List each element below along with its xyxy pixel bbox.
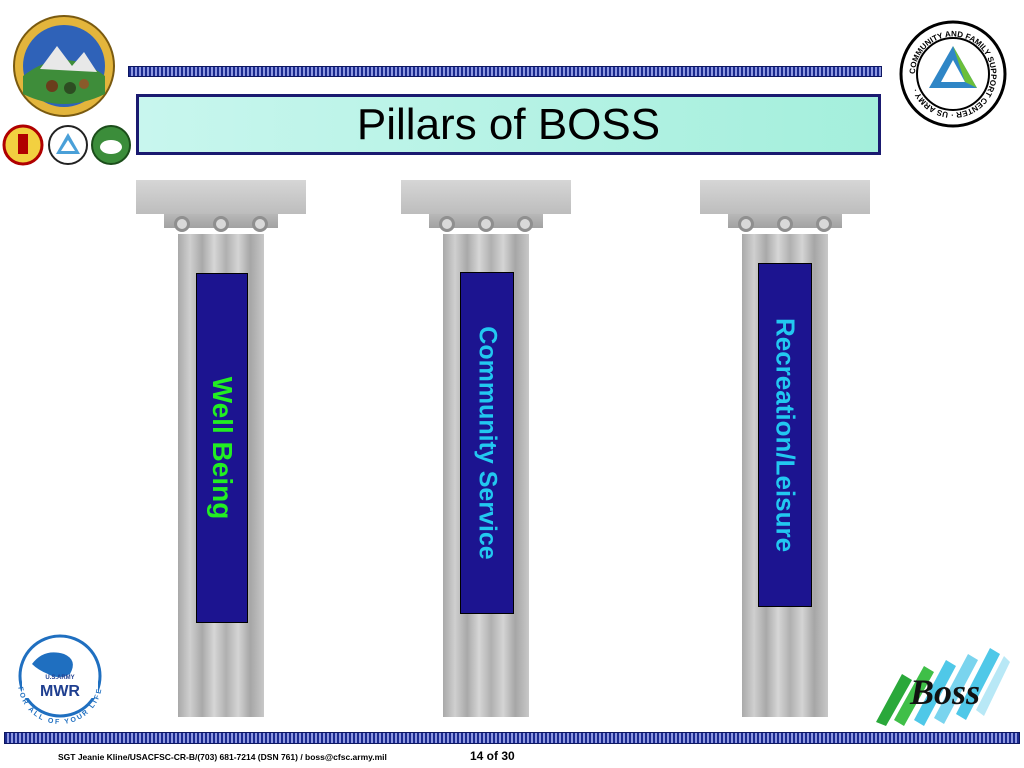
page-number: 14 of 30 (470, 749, 515, 763)
pillar-label: Recreation/Leisure (770, 317, 801, 553)
mwr-army-text: U.S.ARMY (45, 675, 74, 681)
volute-icon (213, 216, 229, 232)
cfsc-logo: COMMUNITY AND FAMILY SUPPORT CENTER · US… (899, 20, 1007, 128)
army-crest-logo (2, 124, 44, 166)
pillar-cap (136, 180, 306, 214)
pillar-cap (401, 180, 571, 214)
volute-icon (478, 216, 494, 232)
top-stripe-bar (128, 66, 882, 77)
volute-icon (738, 216, 754, 232)
title-box: Pillars of BOSS (136, 94, 881, 155)
pillar-banner: Community Service (460, 272, 514, 614)
volute-icon (174, 216, 190, 232)
pillar-community-service: Community Service (401, 180, 571, 717)
volute-icon (439, 216, 455, 232)
bottom-stripe-bar (4, 732, 1020, 744)
cfsc-small-logo (47, 124, 89, 166)
pillar-banner: Well Being (196, 273, 248, 623)
pillar-label: Well Being (207, 376, 238, 520)
pillar-banner: Recreation/Leisure (758, 263, 812, 607)
installation-seal-logo (12, 14, 116, 118)
eagle-seal-logo (90, 124, 132, 166)
pillar-recreation-leisure: Recreation/Leisure (700, 180, 870, 717)
slide-title: Pillars of BOSS (356, 99, 661, 149)
boss-logo: Boss (876, 640, 1010, 728)
pillar-cap (700, 180, 870, 214)
volute-icon (252, 216, 268, 232)
pillar-label: Community Service (473, 326, 502, 560)
boss-logo-text: Boss (909, 672, 980, 712)
pillar-well-being: Well Being (136, 180, 306, 717)
footer-contact: SGT Jeanie Kline/USACFSC-CR-B/(703) 681-… (58, 752, 387, 762)
volute-icon (777, 216, 793, 232)
volute-icon (517, 216, 533, 232)
mwr-name-text: MWR (40, 683, 80, 700)
mwr-logo: U.S.ARMY MWR FOR ALL OF YOUR LIFE (8, 634, 112, 726)
volute-icon (816, 216, 832, 232)
